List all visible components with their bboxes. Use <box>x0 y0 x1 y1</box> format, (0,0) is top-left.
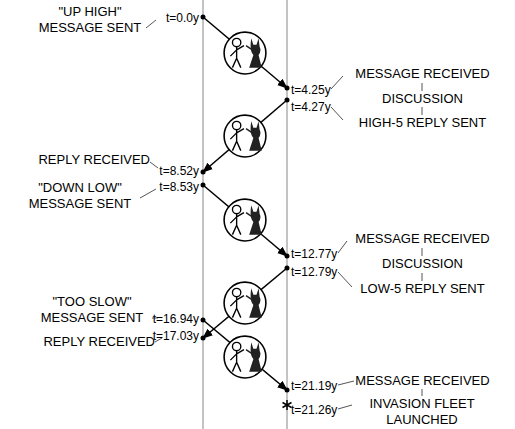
event-dot <box>201 15 206 20</box>
message-arrow <box>203 185 287 256</box>
meeting-illustration <box>224 32 266 74</box>
event-dot <box>285 254 290 259</box>
event-dot <box>285 266 290 271</box>
event-label: "DOWN LOW" MESSAGE SENT <box>20 180 140 212</box>
time-stamp: t=16.94y <box>150 311 199 327</box>
time-stamp: t=0.0y <box>150 10 199 26</box>
leader-line <box>140 20 162 342</box>
time-stamp: t=4.27y <box>291 99 341 115</box>
meeting-illustration <box>224 199 266 241</box>
meeting-illustration <box>224 115 266 157</box>
time-stamp: t=12.79y <box>291 264 343 280</box>
event-dot <box>285 98 290 103</box>
earth-worldline <box>203 0 204 429</box>
time-stamp: t=12.77y <box>291 246 343 262</box>
event-dot <box>201 336 206 341</box>
message-arrow <box>203 100 287 172</box>
message-arrow <box>203 268 287 338</box>
event-label: DISCUSSION <box>340 91 505 107</box>
event-label: LOW-5 REPLY SENT <box>340 281 505 297</box>
time-stamp: t=21.26y <box>291 402 343 418</box>
time-stamp: t=4.25y <box>291 82 341 98</box>
event-label: REPLY RECEIVED <box>10 152 150 168</box>
time-stamp: t=8.53y <box>150 179 199 195</box>
meeting-illustration <box>224 282 266 324</box>
event-label: REPLY RECEIVED <box>10 334 155 350</box>
event-dot <box>285 86 290 91</box>
message-arrow <box>203 320 287 390</box>
message-arrow <box>203 17 287 88</box>
event-dot <box>201 170 206 175</box>
event-dot <box>285 388 290 393</box>
event-label: HIGH-5 REPLY SENT <box>340 115 505 131</box>
event-label: DISCUSSION <box>340 256 505 272</box>
time-stamp: t=17.03y <box>150 328 199 344</box>
meeting-illustration <box>224 336 266 378</box>
time-stamp: t=21.19y <box>291 378 343 394</box>
event-label: MESSAGE RECEIVED <box>340 231 505 247</box>
asterisk-mark <box>283 400 292 410</box>
alien-worldline <box>287 0 288 429</box>
event-label: "TOO SLOW" MESSAGE SENT <box>32 294 152 326</box>
event-label: MESSAGE RECEIVED <box>340 373 505 389</box>
event-label: "UP HIGH" MESSAGE SENT <box>30 4 150 36</box>
time-stamp: t=8.52y <box>150 163 199 179</box>
event-label: INVASION FLEET LAUNCHED <box>357 396 487 428</box>
event-dot <box>201 183 206 188</box>
event-label: MESSAGE RECEIVED <box>340 66 505 82</box>
event-dot <box>201 318 206 323</box>
